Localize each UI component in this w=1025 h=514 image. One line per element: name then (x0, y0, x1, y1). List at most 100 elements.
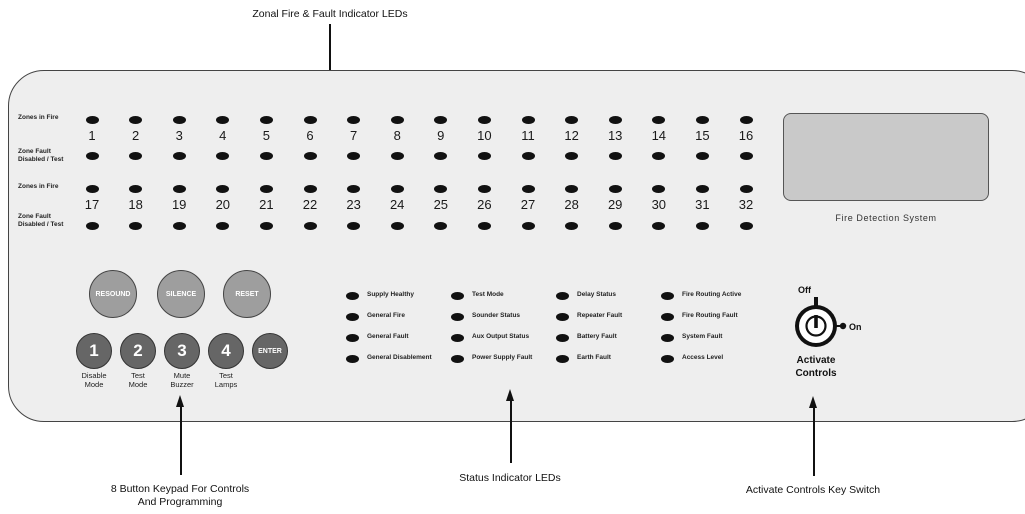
zone-fault-label-1: Zone Fault Disabled / Test (18, 148, 63, 164)
zone-fault-led (739, 152, 753, 160)
status-led-label: Supply Healthy (367, 291, 414, 298)
zone-fire-led (216, 185, 230, 193)
status-led (346, 355, 359, 363)
zone-fault-led (216, 152, 230, 160)
zone-fault-label-2-line1: Zone Fault (18, 213, 51, 220)
status-led-label: Sounder Status (472, 312, 521, 319)
status-led-label: Battery Fault (577, 333, 617, 340)
zone-fire-led (521, 116, 535, 124)
status-led-label: Repeater Fault (577, 312, 623, 319)
zone-fault-led (390, 152, 404, 160)
keyswitch-annotation: Activate Controls Key Switch (745, 484, 881, 496)
zone-fault-led (434, 222, 448, 230)
keypad-pointer-line (180, 405, 182, 475)
zone-fault-led (652, 222, 666, 230)
zone-fault-led (259, 222, 273, 230)
keypad-button-2[interactable]: 2 (120, 333, 156, 369)
zone-fire-led (303, 116, 317, 124)
zone-number: 10 (477, 128, 492, 143)
zone-fire-led (652, 116, 666, 124)
zone-number: 1 (88, 128, 96, 143)
status-led-label: Delay Status (577, 291, 617, 298)
status-led-label: General Fire (367, 312, 405, 319)
zone-number: 29 (607, 197, 623, 212)
silence-button[interactable]: SILENCE (157, 270, 205, 318)
zone-fire-led (739, 185, 753, 193)
test-mode-caption-line2: Mode (128, 380, 148, 389)
zone-fire-led (85, 185, 99, 193)
zone-fault-led (347, 152, 361, 160)
zone-fire-led (303, 185, 317, 193)
zone-fire-led (608, 185, 622, 193)
status-led (556, 313, 569, 321)
zones-in-fire-label-2: Zones in Fire (18, 183, 59, 190)
zone-fire-led (434, 116, 448, 124)
status-led (451, 292, 464, 300)
test-lamps-caption: Test Lamps (201, 371, 251, 389)
keypad-button-3[interactable]: 3 (164, 333, 200, 369)
zone-number: 20 (215, 197, 231, 212)
test-mode-caption: Test Mode (113, 371, 163, 389)
keypad-annotation-line2: And Programming (137, 496, 223, 508)
status-led-label: Power Supply Fault (472, 354, 533, 361)
status-pointer-line (510, 399, 512, 463)
status-led (661, 355, 674, 363)
status-led (661, 292, 674, 300)
zone-fault-led (303, 152, 317, 160)
zone-fire-led (608, 116, 622, 124)
zone-number: 31 (695, 197, 710, 212)
test-lamps-caption-line1: Test (219, 371, 233, 380)
resound-button[interactable]: RESOUND (89, 270, 137, 318)
disable-mode-caption: Disable Mode (69, 371, 119, 389)
zone-fault-led (172, 152, 186, 160)
reset-button[interactable]: RESET (223, 270, 271, 318)
zone-number: 9 (437, 128, 445, 143)
keyswitch-pointer-line (813, 406, 815, 476)
zone-number: 18 (128, 197, 143, 212)
zone-fault-led (390, 222, 404, 230)
zone-fault-led (521, 222, 535, 230)
test-lamps-caption-line2: Lamps (214, 380, 238, 389)
zone-fire-led (85, 116, 99, 124)
status-led-label: General Disablement (367, 354, 432, 361)
zone-fire-led (216, 116, 230, 124)
zone-fire-led (172, 185, 186, 193)
zone-fire-led (434, 185, 448, 193)
zone-number: 26 (477, 197, 492, 212)
zone-number: 15 (695, 128, 710, 143)
zone-number: 14 (651, 128, 667, 143)
status-led-label: Test Mode (472, 291, 504, 298)
status-led (661, 313, 674, 321)
lcd-display (783, 113, 989, 201)
zone-number: 13 (607, 128, 623, 143)
zone-fire-led (739, 116, 753, 124)
key-switch-icon[interactable] (785, 293, 849, 353)
zone-fault-label-1-line1: Zone Fault (18, 148, 51, 155)
zone-number: 12 (564, 128, 579, 143)
zone-number: 24 (389, 197, 405, 212)
key-off-label: Off (798, 285, 811, 295)
keypad-button-1[interactable]: 1 (76, 333, 112, 369)
zonal-leds-pointer-line (329, 24, 331, 104)
activate-controls-label: Activate Controls (783, 354, 849, 380)
mute-buzzer-caption: Mute Buzzer (157, 371, 207, 389)
zone-number: 8 (393, 128, 401, 143)
zone-fault-led (85, 222, 99, 230)
zone-number: 17 (84, 197, 100, 212)
zone-fault-label-1-line2: Disabled / Test (18, 156, 64, 163)
keypad-button-4[interactable]: 4 (208, 333, 244, 369)
zone-fault-led (477, 152, 491, 160)
zone-fault-label-2-line2: Disabled / Test (18, 221, 64, 228)
zone-fault-led (565, 152, 579, 160)
test-mode-caption-line1: Test (131, 371, 145, 380)
zone-number: 23 (346, 197, 361, 212)
zone-fault-led (739, 222, 753, 230)
status-annotation: Status Indicator LEDs (459, 472, 561, 484)
status-arrowhead (506, 389, 514, 401)
disable-mode-caption-line1: Disable (81, 371, 107, 380)
activate-controls-line2: Controls (795, 368, 837, 379)
zone-fault-led (652, 152, 666, 160)
enter-button[interactable]: ENTER (252, 333, 288, 369)
zone-number: 27 (520, 197, 536, 212)
zone-fire-led (695, 185, 709, 193)
